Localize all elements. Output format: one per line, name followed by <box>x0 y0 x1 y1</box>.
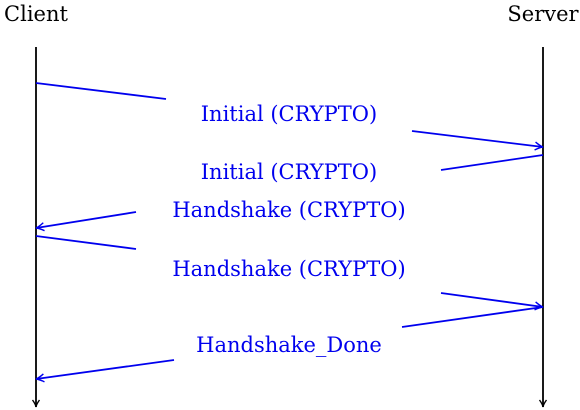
message-arrow-segment <box>35 235 137 250</box>
message-label: Handshake_Done <box>196 333 382 357</box>
message-label: Handshake (CRYPTO) <box>172 257 405 281</box>
message-arrow-segment <box>411 130 544 151</box>
message-handshake-done-server-to-client: Handshake_Done <box>35 306 544 383</box>
message-handshake-server-to-client: Handshake (CRYPTO) <box>35 198 406 232</box>
message-initial-client-to-server: Initial (CRYPTO) <box>35 82 544 151</box>
message-label: Initial (CRYPTO) <box>201 102 377 126</box>
message-label: Handshake (CRYPTO) <box>172 198 405 222</box>
message-arrow-segment <box>440 154 544 171</box>
server-label: Server <box>507 2 579 26</box>
message-arrow-segment <box>440 292 544 311</box>
message-arrow-segment <box>401 306 544 328</box>
client-label: Client <box>4 2 68 26</box>
message-arrow-segment <box>35 211 137 232</box>
message-initial-server-to-client: Initial (CRYPTO) <box>201 154 544 184</box>
message-arrow-segment <box>35 359 175 383</box>
message-arrow-segment <box>35 82 167 100</box>
message-label: Initial (CRYPTO) <box>201 160 377 184</box>
message-handshake-client-to-server: Handshake (CRYPTO) <box>35 235 544 311</box>
